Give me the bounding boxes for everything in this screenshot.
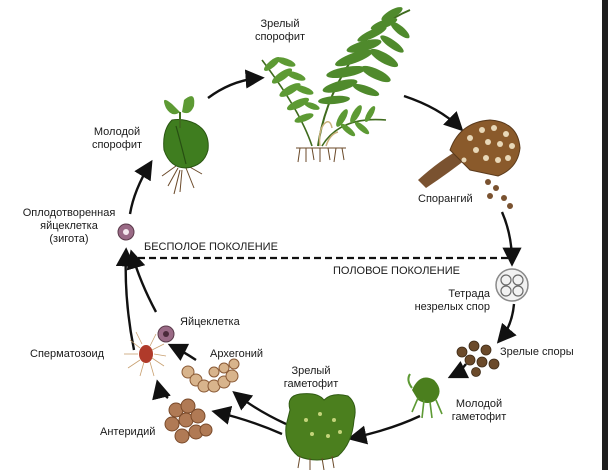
label-young-gametophyte-line1: Молодой xyxy=(455,398,503,410)
arrow-spores-to-young-gametophyte xyxy=(447,360,470,379)
label-mature-sporophyte: Зрелый спорофит xyxy=(250,18,310,44)
arrow-archegonium-to-egg xyxy=(167,343,197,362)
cycle-arrows xyxy=(115,69,522,445)
arrow-sporangium-to-tetrad xyxy=(500,211,522,267)
label-tetrad: Тетрада незрелых спор xyxy=(400,288,490,314)
label-antheridium: Антеридий xyxy=(100,426,156,438)
label-mature-sporophyte-line1: Зрелый xyxy=(260,18,300,30)
label-young-sporophyte-line1: Молодой xyxy=(93,126,141,138)
antheridium-illustration xyxy=(164,398,213,444)
label-zygote: Оплодотворенная яйцеклетка (зигота) xyxy=(14,207,124,246)
arrow-egg-to-zygote xyxy=(126,249,158,313)
label-sporangium: Спорангий xyxy=(418,193,473,205)
label-tetrad-line1: Тетрада xyxy=(448,288,490,300)
label-egg-cell: Яйцеклетка xyxy=(180,316,240,328)
label-mature-sporophyte-line2: спорофит xyxy=(254,31,306,43)
label-spermatozoid: Сперматозоид xyxy=(30,348,105,360)
arrow-gametophyte-to-archegonium xyxy=(232,391,287,426)
right-edge-bar xyxy=(602,0,608,470)
label-young-sporophyte: Молодой спорофит xyxy=(84,126,150,152)
spermatozoid-illustration xyxy=(124,331,167,377)
young-sporophyte-illustration xyxy=(161,96,209,195)
arrow-tetrad-to-spores xyxy=(496,303,517,344)
label-zygote-line3: (зигота) xyxy=(49,233,89,245)
arrow-spermatozoid-to-zygote xyxy=(115,247,136,351)
label-zygote-line1: Оплодотворенная xyxy=(22,207,116,219)
label-sexual-generation: ПОЛОВОЕ ПОКОЛЕНИЕ xyxy=(333,265,460,277)
label-asexual-generation: БЕСПОЛОЕ ПОКОЛЕНИЕ xyxy=(144,241,278,253)
mature-spores-illustration xyxy=(456,340,500,377)
egg-cell-illustration xyxy=(157,325,175,343)
mature-sporophyte-illustration xyxy=(261,7,411,163)
label-mature-gametophyte: Зрелый гаметофит xyxy=(278,365,344,391)
tetrad-illustration xyxy=(495,268,529,302)
label-young-sporophyte-line2: спорофит xyxy=(91,139,143,151)
label-young-gametophyte: Молодой гаметофит xyxy=(446,398,512,424)
label-zygote-line2: яйцеклетка xyxy=(40,220,98,232)
label-mature-spores: Зрелые споры xyxy=(500,346,574,358)
arrow-gametophyte-to-antheridium xyxy=(211,405,283,436)
arrow-young-to-mature-sporophyte xyxy=(207,69,265,99)
young-gametophyte-illustration xyxy=(407,373,443,419)
arrow-zygote-to-young-sporophyte xyxy=(128,159,153,215)
arrow-sporophyte-to-sporangium xyxy=(403,94,464,132)
label-archegonium: Архегоний xyxy=(210,348,264,360)
mature-gametophyte-illustration xyxy=(285,393,356,470)
label-mature-gametophyte-line1: Зрелый xyxy=(291,365,331,377)
label-mature-gametophyte-line2: гаметофит xyxy=(283,378,339,390)
sporangium-illustration xyxy=(418,119,521,209)
label-tetrad-line2: незрелых спор xyxy=(414,301,490,313)
zygote-illustration xyxy=(117,223,135,241)
arrow-young-to-mature-gametophyte xyxy=(347,414,421,445)
label-young-gametophyte-line2: гаметофит xyxy=(451,411,507,423)
arrow-antheridium-to-spermatozoid xyxy=(152,379,171,401)
archegonium-illustration xyxy=(181,358,240,393)
